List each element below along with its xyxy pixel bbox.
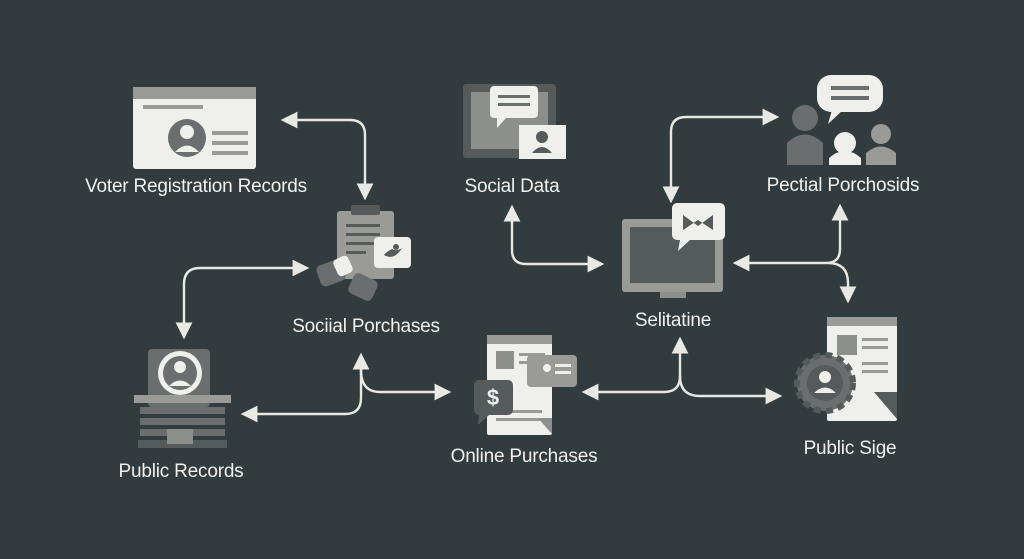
node-label-online-purchases: Online Purchases: [450, 446, 598, 467]
monitor-chat-icon: [463, 84, 566, 159]
connectors: [175, 108, 857, 423]
edge-selit-pectial: [732, 203, 849, 272]
edge-branch-sige: [678, 374, 783, 405]
edge-social-selit: [503, 204, 605, 273]
records-stack-icon: [134, 349, 231, 448]
document-gear-icon: [794, 317, 897, 421]
node-label-public-sige: Public Sige: [803, 438, 897, 459]
edge-voter-sociial: [280, 111, 374, 201]
people-speech-icon: [787, 75, 896, 165]
node-label-pectial-porchosids: Pectial Porchosids: [766, 175, 920, 196]
edge-selit-pectial-top: [662, 108, 780, 204]
edge-selit-sige: [826, 261, 857, 304]
node-label-selitatine: Selitatine: [634, 310, 712, 331]
edge-public-online: [240, 352, 370, 423]
monitor-message-icon: [622, 203, 725, 298]
node-label-social-data: Social Data: [464, 176, 560, 197]
node-label-sociial-porchases: Sociial Porchases: [292, 316, 440, 337]
id-card-icon: [133, 87, 256, 169]
edge-sociial-public-records: [175, 259, 310, 340]
edge-online-sige: [581, 336, 689, 401]
node-label-public-records: Public Records: [118, 461, 244, 482]
document-dollar-icon: $: [474, 335, 577, 435]
svg-text:$: $: [487, 385, 499, 410]
clipboard-social-icon: [316, 205, 411, 301]
edge-branch-online: [359, 368, 452, 401]
node-label-voter-registration-records: Voter Registration Records: [85, 176, 307, 197]
